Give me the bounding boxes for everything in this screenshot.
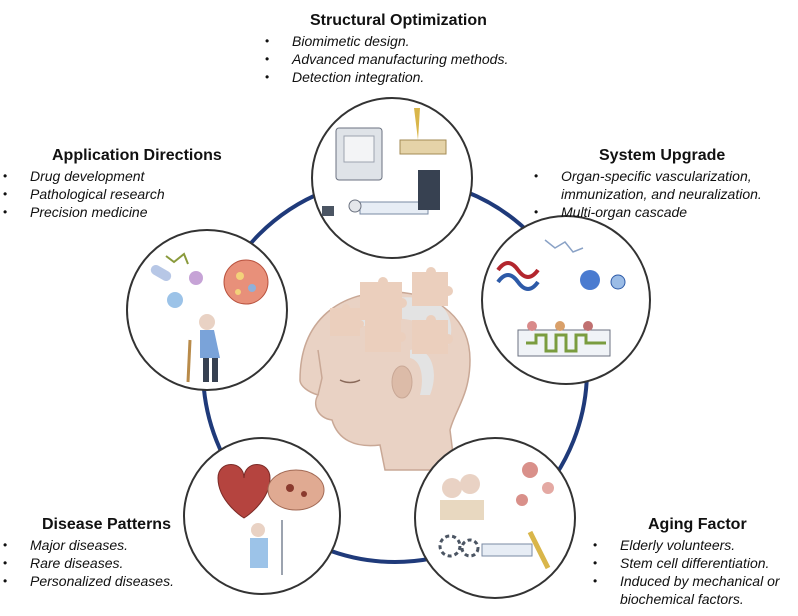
stem-cells-icon [516,462,554,506]
aging-list: Elderly volunteers. Stem cell differenti… [590,536,780,608]
aging-circle [414,437,576,599]
list-item: Induced by mechanical or biochemical fac… [590,572,780,608]
gears-icon [438,534,480,558]
structural-circle [311,97,473,259]
list-item: Personalized diseases. [0,572,174,590]
elderly-person-icon [186,314,220,383]
list-item-line-continued: immunization, and neuralization. [561,186,762,202]
aging-title: Aging Factor [648,516,747,533]
list-item: Organ-specific vascularization, immuniza… [531,167,762,203]
list-item: Major diseases. [0,536,174,554]
application-circle [126,229,288,391]
system-circle [481,215,651,385]
organ-cells-icon [150,252,269,308]
lab-equipment-icon [322,108,447,216]
elderly-couple-icon [440,474,484,520]
list-item-line-continued: biochemical factors. [620,591,744,607]
system-upgrade-block: System Upgrade Organ-specific vasculariz… [531,147,762,221]
structural-optimization-block: Structural Optimization Biomimetic desig… [262,12,508,86]
application-directions-block: Application Directions Drug development … [0,147,222,221]
disease-list: Major diseases. Rare diseases. Personali… [0,536,174,590]
application-title: Application Directions [52,147,222,164]
system-list: Organ-specific vascularization, immuniza… [531,167,762,221]
list-item: Pathological research [0,185,222,203]
list-item: Precision medicine [0,203,222,221]
disease-title: Disease Patterns [42,516,171,533]
list-item: Rare diseases. [0,554,174,572]
brain-icon [267,469,325,511]
application-list: Drug development Pathological research P… [0,167,222,221]
aging-factor-block: Aging Factor Elderly volunteers. Stem ce… [590,516,780,608]
patient-icon [250,520,283,575]
list-item: Elderly volunteers. [590,536,780,554]
chip-icon [481,530,551,570]
list-item: Stem cell differentiation. [590,554,780,572]
list-item-line: Induced by mechanical or [620,573,780,589]
list-item: Advanced manufacturing methods. [262,50,508,68]
system-title: System Upgrade [599,147,726,164]
disease-circle [183,437,341,595]
list-item: Detection integration. [262,68,508,86]
structural-list: Biomimetic design. Advanced manufacturin… [262,32,508,86]
vascular-network-icon [496,239,626,291]
list-item: Multi-organ cascade [531,203,762,221]
list-item-line: Organ-specific vascularization, [561,168,752,184]
list-item: Biomimetic design. [262,32,508,50]
puzzle-head-icon [299,267,471,471]
disease-patterns-block: Disease Patterns Major diseases. Rare di… [0,516,174,590]
microfluidic-chip-icon [517,321,611,357]
structural-title: Structural Optimization [310,12,487,29]
heart-icon [217,464,271,519]
list-item: Drug development [0,167,222,185]
